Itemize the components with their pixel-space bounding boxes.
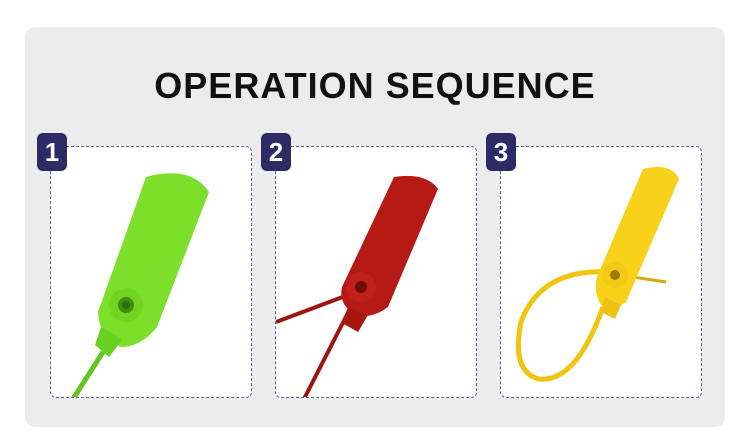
step-2-card: [275, 146, 477, 398]
yellow-seal-image: [515, 166, 679, 382]
step-1-card: [50, 146, 252, 398]
green-seal-image: [71, 173, 209, 397]
step-2-badge: 2: [261, 133, 291, 171]
step-1-badge: 1: [37, 133, 67, 171]
step-3-card: [500, 146, 702, 398]
page-title: OPERATION SEQUENCE: [154, 65, 596, 106]
step-3-badge: 3: [486, 133, 516, 171]
red-seal-image: [276, 175, 438, 397]
